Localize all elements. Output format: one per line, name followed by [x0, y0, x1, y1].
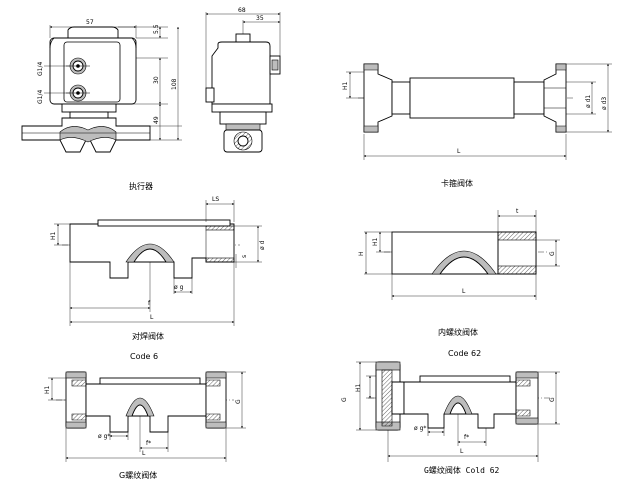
g62-dim-f-star: f*	[464, 434, 469, 441]
weld-dim-s: s	[241, 255, 248, 258]
actuator-side-view: 68 35	[205, 7, 281, 153]
caption-clamp-body: 卡箍阀体	[441, 179, 473, 188]
g6-dim-G: G	[235, 399, 242, 404]
clamp-body-view: H1 L ø d1 ø d3	[342, 63, 612, 160]
caption-internal-thread-body: 内螺纹阀体	[438, 328, 478, 337]
caption-g-thread-body-cold62: G螺纹阀体 Cold 62	[424, 466, 500, 475]
g6-dim-og-star: ø g*	[98, 433, 110, 440]
weld-body-view: LS H1 ø d s ø g f L	[50, 196, 266, 326]
weld-dim-og: ø g	[174, 284, 184, 291]
weld-dim-LS: LS	[212, 196, 219, 203]
clamp-dim-H1: H1	[342, 81, 349, 90]
dim-30: 30	[153, 76, 160, 84]
it-dim-t: t	[516, 208, 519, 215]
g62-dim-H1: H1	[355, 383, 362, 392]
clamp-dim-d3: ø d3	[601, 97, 608, 110]
dim-49: 49	[153, 116, 160, 124]
port-label-lower: G1/4	[37, 90, 44, 104]
caption-weld-body: 对焊阀体	[132, 332, 164, 341]
dim-57: 57	[86, 19, 94, 26]
clamp-dim-L: L	[457, 148, 461, 155]
it-dim-H: H	[358, 251, 365, 256]
dim-108: 108	[171, 78, 178, 90]
g62-dim-og-star: ø g*	[414, 425, 426, 432]
port-label-upper: G1/4	[37, 62, 44, 76]
dim-68: 68	[238, 7, 246, 14]
lower-port-icon	[66, 84, 90, 102]
g62-dim-L: L	[460, 448, 464, 455]
it-dim-G: G	[549, 251, 556, 256]
g62-dim-G-left: G	[341, 397, 348, 402]
caption-code62: Code 62	[448, 349, 482, 358]
caption-actuator: 执行器	[129, 182, 153, 191]
dim-5-5: 5.5	[153, 24, 160, 34]
weld-dim-H1: H1	[50, 231, 57, 240]
it-dim-L: L	[462, 288, 466, 295]
g-thread-body-code62-view: G H1 G ø g* f* L	[341, 361, 560, 462]
weld-dim-L: L	[150, 314, 154, 321]
g-thread-body-code6-view: H1 G ø g* f* L	[44, 371, 246, 462]
weld-dim-od: ø d	[259, 240, 266, 250]
actuator-front-view: 57 5.5 30 49 108 G1/4 G1/4	[21, 19, 182, 153]
caption-g-thread-body: G螺纹阀体	[119, 471, 158, 480]
g6-dim-f-star: f*	[146, 440, 151, 447]
upper-port-icon	[66, 57, 90, 75]
it-dim-H1: H1	[372, 237, 379, 246]
caption-code6: Code 6	[130, 352, 159, 361]
internal-thread-body-view: t H1 H G L	[358, 208, 560, 300]
g62-dim-G-right: G	[549, 397, 556, 402]
g6-dim-L: L	[142, 450, 146, 457]
dim-35: 35	[256, 15, 264, 22]
g6-dim-H1: H1	[44, 385, 51, 394]
weld-dim-f: f	[148, 300, 151, 307]
clamp-dim-d1: ø d1	[585, 95, 592, 108]
